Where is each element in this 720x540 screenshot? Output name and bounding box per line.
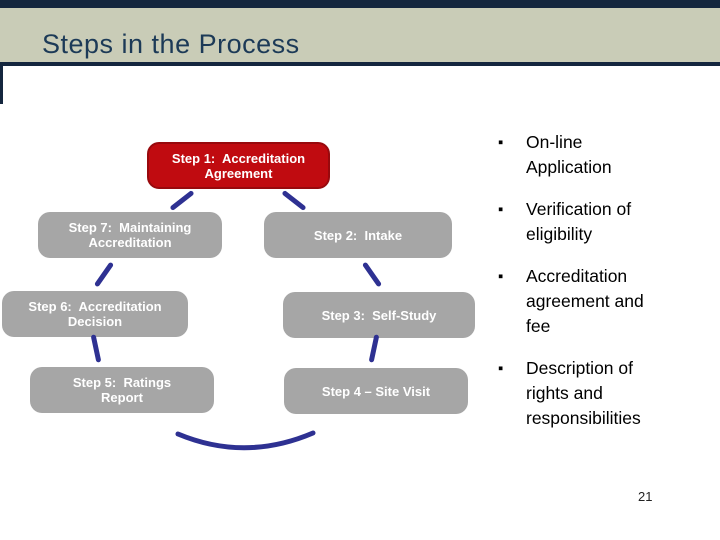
- list-item: ▪ Accreditation agreement and fee: [498, 264, 714, 339]
- connector-dash-step1-step7: [169, 189, 195, 212]
- step-box-4: Step 4 – Site Visit: [284, 368, 468, 414]
- square-bullet-icon: ▪: [498, 201, 504, 218]
- step-box-2: Step 2: Intake: [264, 212, 452, 258]
- bullet-text: On-line Application: [526, 132, 612, 177]
- connector-dash-step7-step6: [93, 261, 115, 288]
- page-number: 21: [638, 489, 653, 504]
- top-border-bar: [0, 0, 720, 8]
- title-underline: [0, 62, 720, 66]
- bullet-text: Description of rights and responsibiliti…: [526, 358, 641, 428]
- connector-dash-step3-step4: [368, 334, 380, 363]
- connector-dash-step2-step3: [361, 261, 383, 288]
- connector-dash-step6-step5: [90, 334, 102, 363]
- bullet-list: ▪ On-line Application ▪ Verification of …: [498, 130, 714, 448]
- bullet-text: Verification of eligibility: [526, 199, 632, 244]
- bullet-text: Accreditation agreement and fee: [526, 266, 644, 336]
- square-bullet-icon: ▪: [498, 134, 504, 151]
- step-box-7: Step 7: Maintaining Accreditation: [38, 212, 222, 258]
- step-box-1: Step 1: Accreditation Agreement: [147, 142, 330, 189]
- slide-title: Steps in the Process: [42, 29, 300, 59]
- list-item: ▪ Description of rights and responsibili…: [498, 356, 714, 431]
- connector-dash-step1-step2: [281, 189, 307, 212]
- title-band: Steps in the Process: [0, 8, 720, 62]
- connector-arc-step5-step4: [175, 430, 316, 451]
- step-box-5: Step 5: Ratings Report: [30, 367, 214, 413]
- step-box-6: Step 6: Accreditation Decision: [2, 291, 188, 337]
- list-item: ▪ On-line Application: [498, 130, 714, 180]
- list-item: ▪ Verification of eligibility: [498, 197, 714, 247]
- square-bullet-icon: ▪: [498, 268, 504, 285]
- square-bullet-icon: ▪: [498, 360, 504, 377]
- step-box-3: Step 3: Self-Study: [283, 292, 475, 338]
